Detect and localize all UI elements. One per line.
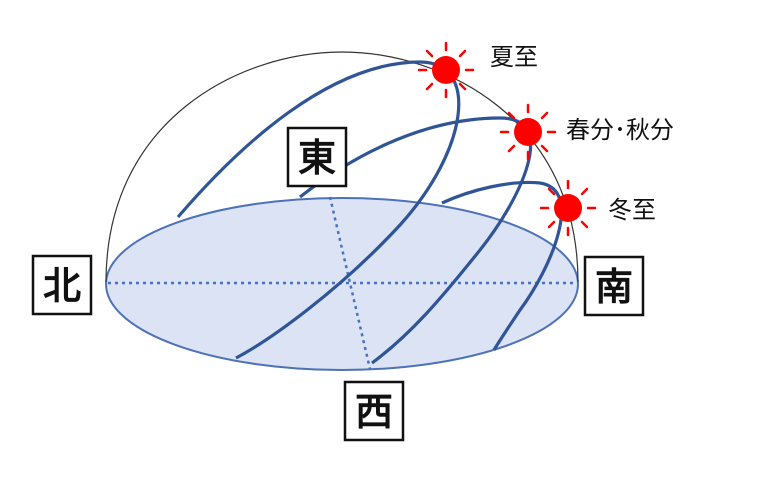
- north-label-box: 北: [31, 254, 93, 316]
- equinox-sun-icon: [499, 103, 557, 161]
- south-label-box: 南: [583, 255, 645, 317]
- west-label: 西: [355, 390, 393, 434]
- west-label-box: 西: [343, 380, 405, 442]
- east-label-box: 東: [286, 126, 348, 188]
- summer-solstice-path: [176, 60, 461, 360]
- south-label: 南: [595, 265, 633, 309]
- east-label: 東: [298, 136, 336, 180]
- summer-solstice-sun-icon: [417, 41, 475, 99]
- north-label: 北: [43, 264, 81, 308]
- winter-solstice-sun-icon: [539, 179, 597, 237]
- equinox-label: 春分･秋分: [566, 116, 674, 144]
- equinox-path: [299, 116, 532, 365]
- celestial-dome: [105, 51, 579, 283]
- winter-solstice-label: 冬至: [608, 196, 656, 224]
- summer-solstice-label: 夏至: [490, 43, 538, 71]
- east-west-axis: [328, 196, 372, 370]
